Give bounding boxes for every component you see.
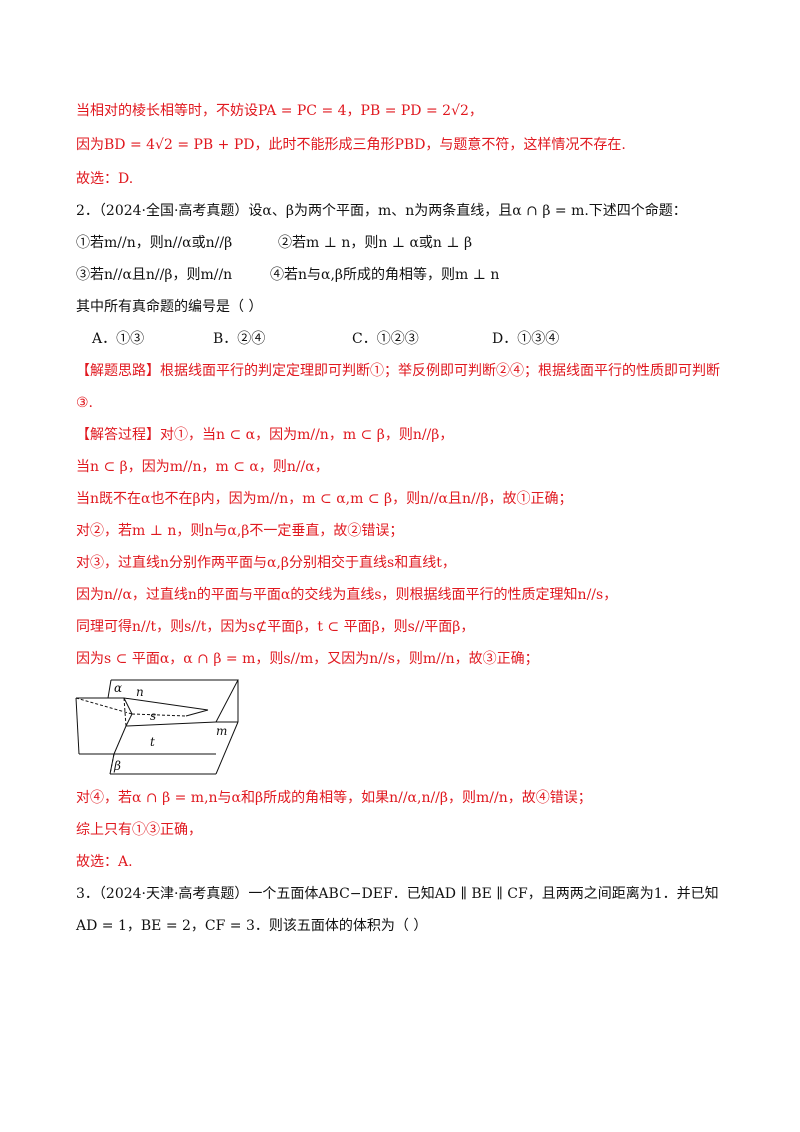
q3-line-1: 3．（2024·天津·高考真题）一个五面体ABC−DEF．已知AD ∥ BE ∥… bbox=[76, 886, 719, 902]
q2-option-a: A．①③ bbox=[92, 331, 145, 347]
q2-hint-line-2: ③. bbox=[76, 395, 94, 411]
q2-solution-after-2: 综上只有①③正确， bbox=[76, 822, 202, 838]
figure-label-alpha: α bbox=[114, 681, 122, 695]
q2-solution-line-1: 【解答过程】对①，当n ⊂ α，因为m//n，m ⊂ β，则n//β， bbox=[76, 427, 454, 443]
q2-solution-line-4: 对②，若m ⊥ n，则n与α,β不一定垂直，故②错误； bbox=[76, 523, 404, 539]
q2-stem: 2．（2024·全国·高考真题）设α、β为两个平面，m、n为两条直线，且α ∩ … bbox=[76, 203, 687, 219]
figure-label-s: s bbox=[150, 709, 156, 723]
q2-solution-line-7: 同理可得n//t，则s//t，因为s⊄平面β，t ⊂ 平面β，则s//平面β， bbox=[76, 619, 475, 635]
q2-prop-1: ①若m//n，则n//α或n//β bbox=[76, 235, 233, 251]
q2-prop-3: ③若n//α且n//β，则m//n bbox=[76, 267, 233, 283]
q2-solution-line-8: 因为s ⊂ 平面α，α ∩ β = m，则s//m，又因为n//s，则m//n，… bbox=[76, 651, 539, 667]
q2-option-d: D．①③④ bbox=[492, 331, 560, 347]
figure-label-m: m bbox=[216, 724, 227, 738]
q2-prop-2: ②若m ⊥ n，则n ⊥ α或n ⊥ β bbox=[278, 235, 473, 251]
q2-solution-after-1: 对④，若α ∩ β = m,n与α和β所成的角相等，如果n//α,n//β，则m… bbox=[76, 790, 592, 806]
q2-option-c: C．①②③ bbox=[352, 331, 419, 347]
q2-hint-line-1: 【解题思路】根据线面平行的判定定理即可判断①；举反例即可判断②④；根据线面平行的… bbox=[76, 363, 720, 379]
prev-solution-line-1: 当相对的棱长相等时，不妨设PA = PC = 4，PB = PD = 2√2， bbox=[76, 103, 483, 119]
q2-prop-4: ④若n与α,β所成的角相等，则m ⊥ n bbox=[270, 267, 500, 283]
q2-answer: 故选：A. bbox=[76, 854, 133, 870]
figure-label-n: n bbox=[136, 685, 144, 699]
q3-line-2: AD = 1，BE = 2，CF = 3．则该五面体的体积为（ ） bbox=[76, 918, 428, 934]
q2-solution-line-3: 当n既不在α也不在β内，因为m//n，m ⊂ α,m ⊂ β，则n//α且n//… bbox=[76, 491, 573, 507]
q2-option-b: B．②④ bbox=[213, 331, 266, 347]
prev-answer: 故选：D. bbox=[76, 171, 134, 187]
q2-ask: 其中所有真命题的编号是（ ） bbox=[76, 299, 263, 315]
prev-solution-line-2: 因为BD = 4√2 = PB + PD，此时不能形成三角形PBD，与题意不符，… bbox=[76, 137, 626, 153]
figure-label-t: t bbox=[150, 735, 155, 749]
q2-solution-line-2: 当n ⊂ β，因为m//n，m ⊂ α，则n//α， bbox=[76, 459, 329, 475]
q2-solution-line-5: 对③，过直线n分别作两平面与α,β分别相交于直线s和直线t， bbox=[76, 555, 456, 571]
q2-solution-line-6: 因为n//α，过直线n的平面与平面α的交线为直线s，则根据线面平行的性质定理知n… bbox=[76, 587, 618, 603]
figure-label-beta: β bbox=[113, 759, 121, 773]
planes-figure: α n s m t β bbox=[75, 679, 239, 775]
